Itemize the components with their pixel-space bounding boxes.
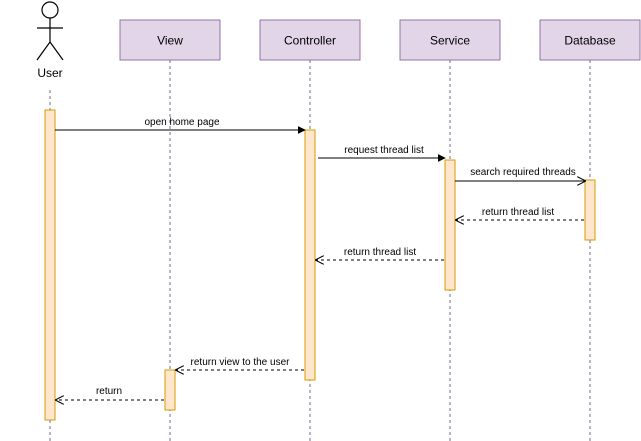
participant-view-label: View bbox=[157, 34, 183, 48]
participant-database-box bbox=[539, 19, 641, 61]
message-search-required-threads-label: search required threads bbox=[470, 167, 576, 178]
participant-service[interactable]: Service bbox=[399, 19, 501, 61]
activation-database[interactable] bbox=[584, 179, 596, 241]
message-return-thread-list-db-label: return thread list bbox=[482, 207, 554, 218]
activation-user[interactable] bbox=[44, 109, 56, 421]
message-return-thread-list-service-label: return thread list bbox=[344, 247, 416, 258]
participant-controller-label: Controller bbox=[284, 34, 336, 48]
actor-user-label: User bbox=[37, 66, 62, 80]
participant-controller[interactable]: Controller bbox=[259, 19, 361, 61]
participant-view[interactable]: View bbox=[119, 19, 221, 61]
participant-database-label: Database bbox=[564, 34, 616, 48]
participant-database[interactable]: Database bbox=[539, 19, 641, 61]
participant-view-box bbox=[119, 19, 221, 61]
activation-view[interactable] bbox=[164, 369, 176, 411]
activation-controller[interactable] bbox=[304, 129, 316, 381]
message-return-user-label: return bbox=[96, 386, 122, 397]
participant-service-box bbox=[399, 19, 501, 61]
message-open-home-page-label: open home page bbox=[144, 117, 220, 128]
participant-service-label: Service bbox=[430, 34, 470, 48]
activation-service[interactable] bbox=[444, 159, 456, 291]
message-return-view-label: return view to the user bbox=[191, 357, 291, 368]
message-request-thread-list-label: request thread list bbox=[344, 145, 424, 156]
participant-controller-box bbox=[259, 19, 361, 61]
actor-user-icon[interactable] bbox=[36, 1, 64, 61]
